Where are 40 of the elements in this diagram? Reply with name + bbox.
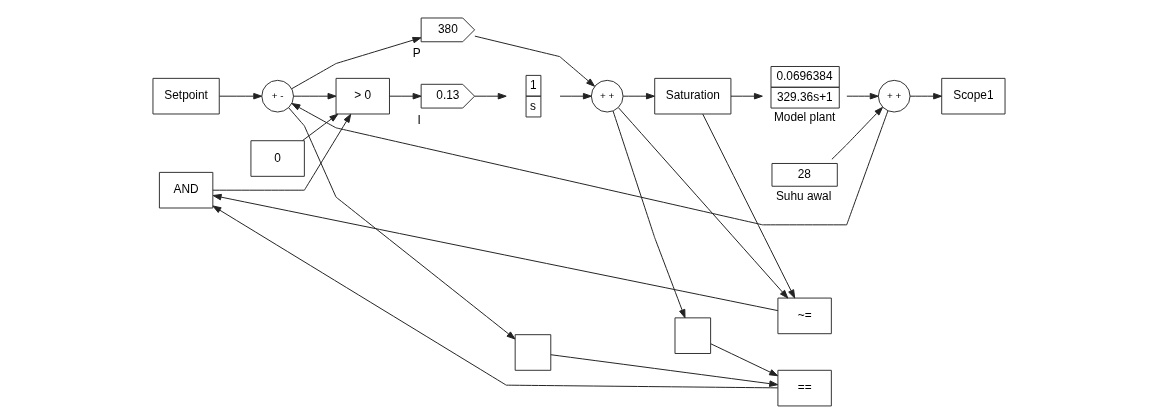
arrow (730, 92, 763, 100)
node-box: Setpoint (151, 77, 220, 115)
arrow (559, 92, 592, 100)
arrow (909, 92, 942, 100)
arrow (612, 110, 685, 319)
arrow (709, 343, 778, 377)
node-circle: + + (877, 79, 911, 113)
arrow (290, 103, 888, 226)
arrow (218, 92, 262, 100)
arrow (212, 193, 778, 312)
arrow (287, 107, 515, 340)
arrow (292, 92, 336, 100)
node-label: Model plant (773, 109, 835, 124)
node-box: ~= (776, 297, 832, 335)
arrow (473, 92, 507, 100)
arrow (617, 107, 788, 299)
node-box: Saturation (653, 77, 731, 115)
arrow (701, 113, 795, 299)
arrow (845, 92, 879, 100)
arrow (211, 205, 778, 389)
node-label: I (417, 112, 421, 127)
arrow (473, 35, 595, 87)
arrow (830, 106, 883, 160)
node-box (674, 317, 711, 354)
node-box: AND (158, 171, 213, 209)
node-box: 0 (249, 140, 305, 177)
arrow (301, 113, 338, 141)
arrow (622, 92, 655, 100)
node-label: Suhu awal (775, 188, 831, 203)
arrow (211, 113, 351, 191)
node-circle: + + (590, 79, 624, 113)
node-circle: + - (260, 79, 294, 113)
arrow (388, 92, 422, 100)
node-box: Scope1 (940, 77, 1006, 115)
arrow (549, 354, 778, 387)
node-box: > 0 (335, 77, 390, 115)
node-label: P (412, 46, 421, 61)
node-box: == (776, 369, 832, 407)
arrow (290, 36, 421, 90)
node-box (514, 334, 551, 371)
